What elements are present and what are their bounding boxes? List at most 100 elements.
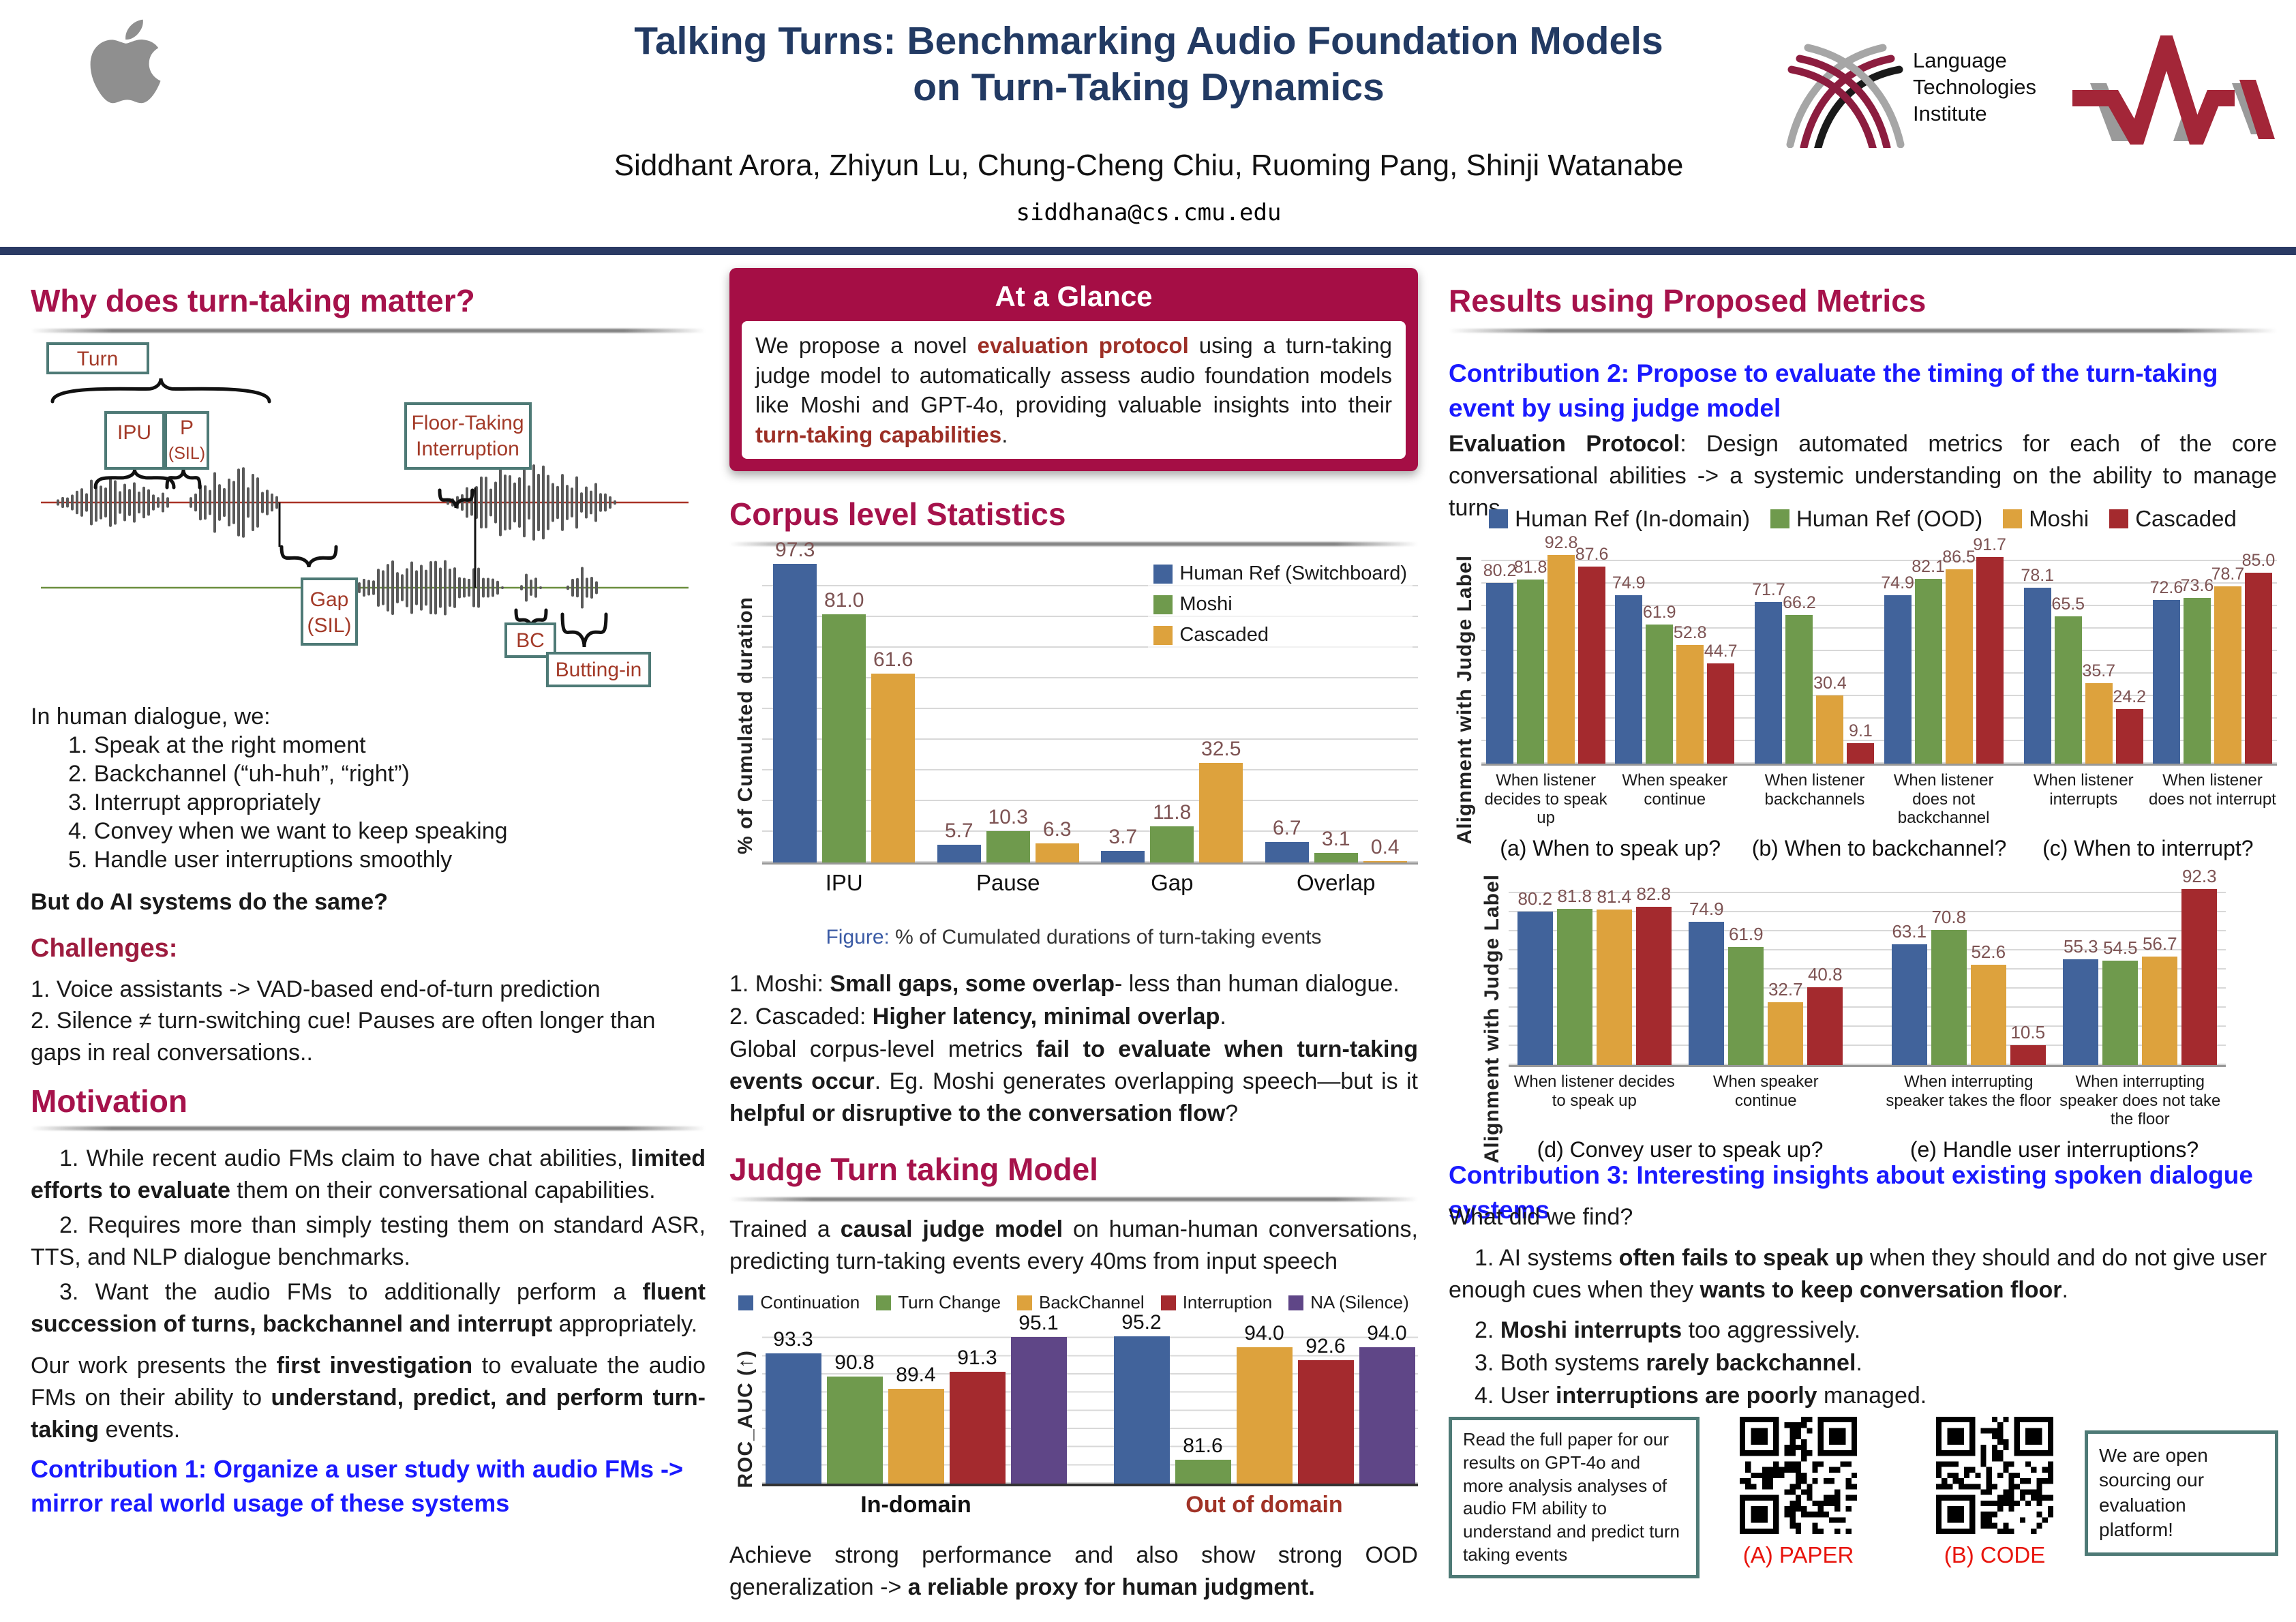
bar: 86.5 — [1942, 547, 1976, 764]
legend-item: NA (Silence) — [1288, 1292, 1409, 1313]
text-segment: often fails to speak up — [1618, 1245, 1864, 1271]
lti-line: Language — [1913, 48, 2007, 72]
bar: 78.1 — [2021, 566, 2054, 764]
bar-value-label: 94.0 — [1367, 1322, 1407, 1345]
read-paper-box: Read the full paper for our results on G… — [1449, 1417, 1700, 1578]
bar-value-label: 10.3 — [988, 805, 1028, 828]
bar: 80.2 — [1517, 888, 1553, 1065]
legend-item: Human Ref (In-domain) — [1489, 506, 1750, 532]
text-segment: them on their conversational capabilitie… — [230, 1177, 656, 1203]
bar: 0.4 — [1363, 836, 1407, 862]
section-heading-judge: Judge Turn taking Model — [729, 1152, 1098, 1187]
finding-4: 4. User interruptions are poorly managed… — [1475, 1380, 2279, 1412]
text-segment: 1. AI systems — [1475, 1245, 1619, 1271]
text-segment: 3. Want the audio FMs to additionally pe… — [59, 1279, 643, 1305]
divider — [31, 329, 706, 333]
category-label: In-domain — [860, 1492, 971, 1518]
lti-logo — [1786, 44, 1905, 148]
subplot-captions: (d) Convey user to speak up?(e) Handle u… — [1509, 1137, 2226, 1162]
bar: 52.8 — [1674, 623, 1707, 764]
bar-value-label: 61.9 — [1728, 923, 1764, 944]
category-label: When listener interrupts — [2033, 771, 2134, 809]
legend-label: Turn Change — [898, 1292, 1001, 1312]
bar-value-label: 81.8 — [1557, 885, 1592, 906]
bar: 9.1 — [1847, 721, 1875, 764]
qr-paper-label: (A) PAPER — [1742, 1542, 1854, 1567]
legend-label: Human Ref (OOD) — [1796, 506, 1983, 531]
turn-brace — [50, 378, 271, 404]
bar-value-label: 52.8 — [1673, 622, 1707, 642]
bar-value-label: 3.7 — [1108, 826, 1138, 849]
apple-logo — [90, 19, 161, 104]
open-source-box: We are open sourcing our evaluation plat… — [2085, 1430, 2278, 1556]
bar: 82.1 — [1912, 557, 1945, 764]
bar-value-label: 40.8 — [1807, 963, 1843, 985]
legend-item: Continuation — [738, 1292, 860, 1313]
bar: 93.3 — [765, 1328, 821, 1484]
text-segment: helpful or disruptive to the conversatio… — [729, 1100, 1226, 1126]
turn-label-box — [46, 342, 149, 374]
bar-value-label: 81.6 — [1183, 1435, 1223, 1458]
corpus-finding-1: 1. Moshi: Small gaps, some overlap- less… — [729, 968, 1418, 1000]
legend-swatch — [2003, 509, 2023, 528]
legend-swatch — [1153, 595, 1173, 614]
bar: 92.6 — [1297, 1335, 1354, 1484]
text-segment: . — [1001, 421, 1008, 447]
gap-brace — [280, 545, 338, 568]
category-label: When speaker continue — [1622, 771, 1728, 809]
qr-code-label: (B) CODE — [1944, 1542, 2046, 1567]
floor-taking-brace — [438, 488, 474, 509]
bar-value-label: 32.5 — [1201, 737, 1241, 760]
legend-swatch — [876, 1295, 892, 1310]
bar-value-label: 61.9 — [1642, 602, 1676, 622]
text-segment: turn-taking capabilities — [755, 421, 1002, 447]
legend-label: Cascaded — [1179, 624, 1269, 646]
legend-swatch — [1017, 1295, 1033, 1310]
title-line-1: Talking Turns: Benchmarking Audio Founda… — [634, 19, 1663, 63]
bar: 92.8 — [1545, 533, 1577, 764]
bar-value-label: 82.1 — [1912, 557, 1945, 577]
category-label: When listener decides to speak up — [1513, 1072, 1675, 1110]
bar: 92.3 — [2181, 866, 2218, 1065]
text-segment: first investigation — [276, 1353, 473, 1379]
text-segment: Our work presents the — [31, 1353, 277, 1379]
at-a-glance-title: At a Glance — [995, 280, 1153, 312]
bar-value-label: 74.9 — [1612, 573, 1646, 592]
legend-label: BackChannel — [1039, 1292, 1145, 1312]
bar: 44.7 — [1704, 642, 1738, 764]
bar-value-label: 52.6 — [1971, 941, 2006, 962]
text-segment: % of Cumulated durations of turn-taking … — [889, 926, 1322, 948]
turn-label: Turn — [77, 348, 119, 370]
text-segment: Moshi interrupts — [1500, 1317, 1682, 1343]
bar: 70.8 — [1931, 907, 1967, 1065]
ipu-brace — [93, 469, 176, 490]
bar: 40.8 — [1807, 964, 1843, 1065]
category-label: When listener does not backchannel — [1893, 771, 1994, 828]
waveform-backchannel — [520, 573, 542, 602]
bar: 90.8 — [826, 1351, 883, 1484]
turn-taking-diagram: Turn IPU P (SIL) Gap (SIL) Floor-Taking … — [41, 342, 689, 687]
bar: 78.7 — [2211, 565, 2244, 764]
text-segment: - less than human dialogue. — [1115, 971, 1400, 997]
legend-swatch — [1288, 1295, 1304, 1310]
pause-label-box — [164, 411, 209, 470]
challenge-item: 2. Silence ≠ turn-switching cue! Pauses … — [31, 1008, 656, 1066]
legend-item: Human Ref (Switchboard) — [1153, 562, 1407, 585]
bar: 61.9 — [1643, 603, 1676, 764]
bar: 35.7 — [2082, 661, 2115, 764]
qr-code-paper — [1740, 1417, 1857, 1534]
bar-value-label: 81.8 — [1513, 558, 1547, 577]
challenge-item: 1. Voice assistants -> VAD-based end-of-… — [31, 976, 601, 1002]
text-segment: using a turn-taking judge model to autom… — [755, 333, 1392, 418]
